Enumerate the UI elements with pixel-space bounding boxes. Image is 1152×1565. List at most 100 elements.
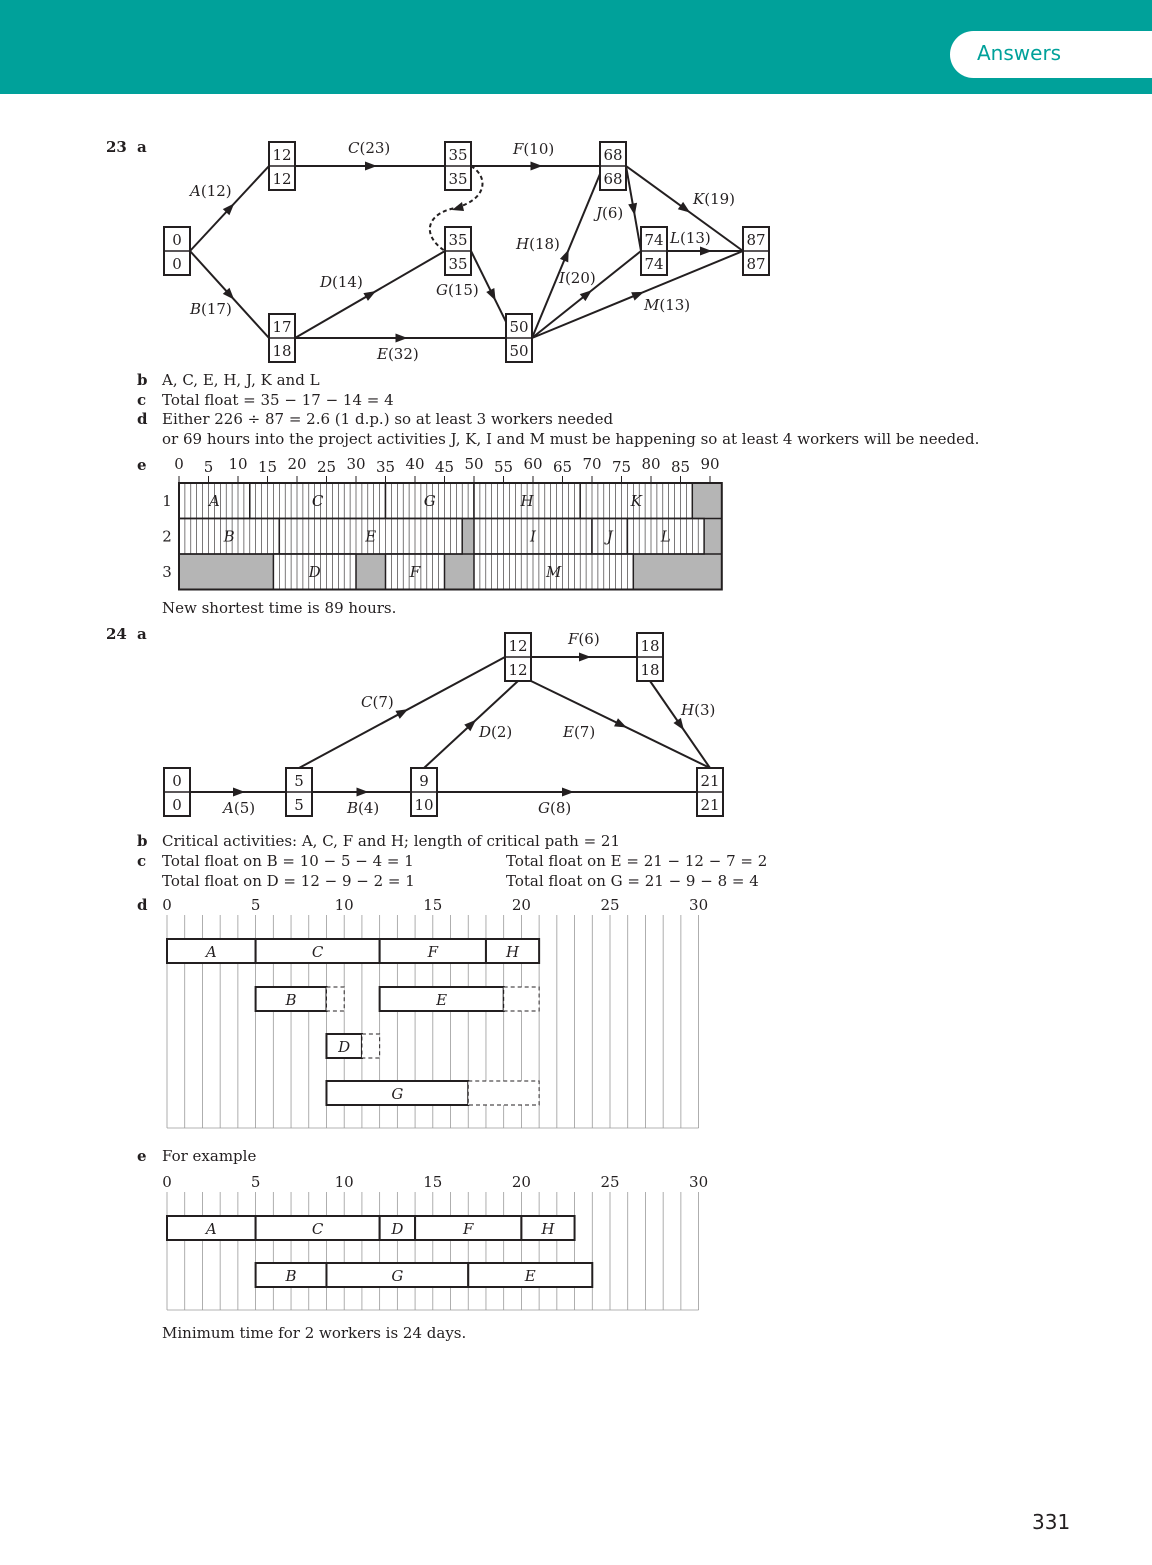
q23-activity-d-arrowhead [363, 290, 377, 301]
schedule-bar-c [254, 1215, 381, 1241]
axis-tick-label: 55 [494, 458, 513, 476]
q24-part-d-label: d [137, 896, 148, 914]
q24-activity-a-arrowhead [233, 787, 245, 797]
schedule-axis-label: 20 [512, 1173, 531, 1191]
q23-label-i: I(20) [558, 269, 596, 287]
cascade-float-b [325, 986, 345, 1012]
cascade-bar-label-a: A [204, 943, 217, 961]
activity-label-h: H [520, 492, 535, 510]
q24-activity-e-arrowhead [614, 718, 627, 728]
activity-label-a: A [207, 492, 220, 510]
q23-activity-m-arrowhead [631, 291, 644, 301]
schedule-bar-g [325, 1262, 470, 1288]
q23-part-d-label: d [137, 410, 148, 428]
q24-activity-f-arrowhead [579, 652, 591, 662]
activity-bar-l [626, 517, 705, 555]
axis-tick-label: 25 [317, 458, 336, 476]
answers-tab[interactable]: Answers [950, 31, 1152, 78]
cascade-axis-label: 0 [162, 896, 172, 914]
q23-node-1-late: 12 [272, 170, 291, 188]
q23-activity-l-arrowhead [700, 246, 712, 256]
cascade-bar-label-h: H [505, 943, 520, 961]
activity-bar-k [579, 482, 694, 520]
axis-tick-label: 45 [435, 458, 454, 476]
q23-activity-c-arrowhead [365, 161, 377, 171]
schedule-bar-label-d: D [390, 1220, 403, 1238]
cascade-float-e [503, 986, 540, 1012]
axis-tick-label: 5 [204, 458, 214, 476]
q23-label-e: E(32) [376, 345, 419, 363]
axis-tick-label: 65 [553, 458, 572, 476]
q24-float-g: Total float on G = 21 − 9 − 8 = 4 [506, 872, 759, 890]
q23-node-4-late: 35 [448, 255, 467, 273]
q24-activity-d-arrowhead [464, 719, 477, 732]
q23-label-g: G(15) [436, 281, 479, 299]
idle-block [692, 483, 722, 519]
axis-tick-label: 30 [346, 455, 365, 473]
q23-part-d-line2: or 69 hours into the project activities … [162, 430, 980, 448]
q24-node-4-early: 18 [640, 637, 659, 655]
q23-dummy-activity [428, 165, 484, 252]
activity-bar-g [384, 482, 475, 520]
cascade-float-d [361, 1033, 381, 1059]
axis-tick-label: 75 [612, 458, 631, 476]
cascade-axis-label: 10 [335, 896, 354, 914]
q24-float-b: Total float on B = 10 − 5 − 4 = 1 [162, 852, 414, 870]
axis-tick-label: 70 [582, 455, 601, 473]
q23-node-6-early: 68 [603, 146, 622, 164]
q23-node-8-late: 87 [746, 255, 765, 273]
cascade-bar-h [484, 938, 541, 964]
q24-node-2-early: 9 [419, 772, 429, 790]
q23-node-3-late: 35 [448, 170, 467, 188]
cascade-bar-a [166, 938, 257, 964]
cascade-bar-f [378, 938, 487, 964]
q23-part-a-label: a [137, 138, 147, 156]
q23-part-b-label: b [137, 371, 148, 389]
schedule-bar-label-g: G [391, 1267, 403, 1285]
idle-block [356, 554, 386, 590]
axis-tick-label: 0 [174, 455, 184, 473]
schedule-axis-label: 30 [689, 1173, 708, 1191]
answers-tab-label: Answers [977, 41, 1062, 65]
activity-label-e: E [364, 528, 376, 546]
q23-label-a: A(12) [188, 182, 232, 200]
q23-node-7-early: 74 [644, 231, 663, 249]
q23-activity-i-arrowhead [579, 290, 592, 302]
q23-node-6-late: 68 [603, 170, 622, 188]
axis-tick-label: 20 [287, 455, 306, 473]
q23-activity-k-arrowhead [677, 201, 691, 213]
q24-label-h: H(3) [680, 701, 715, 719]
q24-node-5-early: 21 [700, 772, 719, 790]
q23-node-2-late: 18 [272, 342, 291, 360]
cascade-bar-label-c: C [312, 943, 324, 961]
axis-tick-label: 85 [671, 458, 690, 476]
q24-note: Minimum time for 2 workers is 24 days. [162, 1324, 467, 1342]
worker-row-label: 1 [162, 492, 172, 510]
cascade-float-g [467, 1080, 540, 1106]
activity-label-f: F [409, 563, 421, 581]
worker-row-label: 2 [162, 528, 172, 546]
q24-node-5-late: 21 [700, 796, 719, 814]
q23-part-e-label: e [137, 456, 147, 474]
q23-label-f: F(10) [512, 140, 554, 158]
schedule-bar-label-b: B [285, 1267, 297, 1285]
axis-tick-label: 80 [641, 455, 660, 473]
activity-label-i: I [529, 528, 537, 546]
q24-activity-h-arrowhead [673, 717, 684, 731]
q24-part-e-intro: For example [162, 1147, 257, 1165]
activity-label-c: C [312, 492, 324, 510]
q24-label-g: G(8) [538, 799, 571, 817]
q24-part-e-label: e [137, 1147, 147, 1165]
q23-node-7-late: 74 [644, 255, 663, 273]
q23-node-5-late: 50 [509, 342, 528, 360]
histogram-frame [178, 482, 723, 591]
q24-activity-g-arrowhead [562, 787, 574, 797]
axis-tick-label: 90 [700, 455, 719, 473]
question-number-24: 24 [106, 625, 127, 643]
cascade-bar-e [378, 986, 505, 1012]
q24-label-d: D(2) [478, 723, 512, 741]
